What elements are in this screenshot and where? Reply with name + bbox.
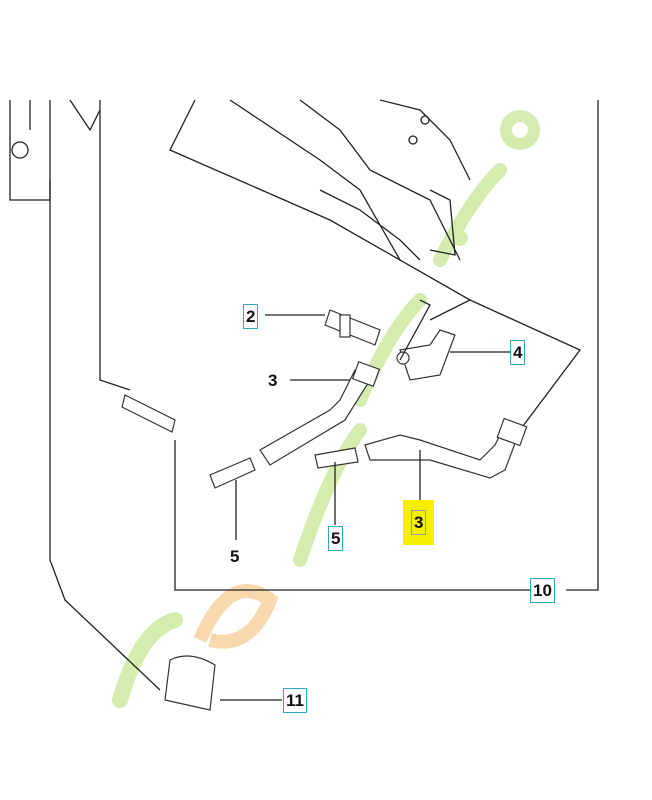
hose-3-upper (259, 361, 381, 466)
connector-5a (209, 457, 256, 489)
callout-10[interactable]: 10 (530, 578, 555, 603)
callout-2[interactable]: 2 (243, 304, 259, 329)
frame-right (566, 100, 599, 591)
callout-3-highlighted[interactable]: 3 (403, 500, 435, 545)
frame-left (9, 99, 216, 711)
connector-5b (314, 447, 359, 469)
callout-5-left[interactable]: 5 (230, 547, 240, 566)
callout-3-upper[interactable]: 3 (268, 371, 278, 390)
callout-4[interactable]: 4 (510, 340, 526, 365)
callout-5-right[interactable]: 5 (328, 526, 344, 551)
leader-10 (174, 440, 530, 591)
callout-11[interactable]: 11 (283, 688, 307, 713)
callout-3-label: 3 (411, 510, 427, 535)
engine-housing (169, 99, 472, 321)
hose-3-lower (364, 417, 528, 479)
watermark (112, 110, 540, 708)
elbow-4 (396, 329, 456, 381)
fitting-2 (324, 309, 381, 346)
